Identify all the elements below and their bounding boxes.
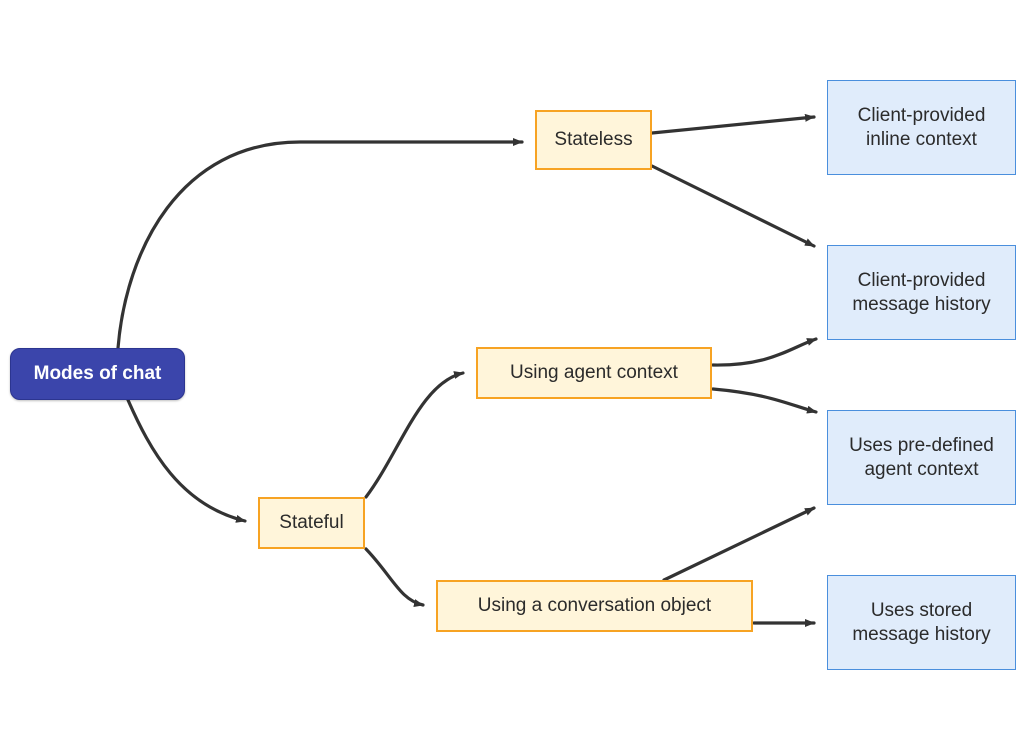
edge-stateful-agent: [364, 371, 465, 499]
node-pre-defined-agent-context[interactable]: Uses pre-defined agent context: [827, 410, 1016, 505]
node-label-message-history: Client-provided message history: [852, 269, 991, 315]
node-label-stateless: Stateless: [554, 129, 633, 151]
node-label-agent-context: Using agent context: [510, 362, 678, 384]
edge-agent-history: [711, 337, 818, 367]
node-label-stored-message-history: Uses stored message history: [852, 599, 991, 645]
edge-stateless-history: [650, 164, 816, 248]
node-label-pre-defined-agent-context: Uses pre-defined agent context: [849, 434, 994, 480]
node-stateful[interactable]: Stateful: [258, 497, 365, 549]
edge-agent-predefined: [711, 387, 818, 414]
edge-root-stateful: [126, 398, 247, 523]
edge-paths: [116, 113, 818, 627]
node-stateless[interactable]: Stateless: [535, 110, 652, 170]
node-label-root: Modes of chat: [33, 363, 162, 385]
node-label-inline-context: Client-provided inline context: [857, 104, 986, 150]
node-stored-message-history[interactable]: Uses stored message history: [827, 575, 1016, 670]
node-message-history[interactable]: Client-provided message history: [827, 245, 1016, 340]
node-inline-context[interactable]: Client-provided inline context: [827, 80, 1016, 175]
node-agent-context[interactable]: Using agent context: [476, 347, 712, 399]
node-conversation-object[interactable]: Using a conversation object: [436, 580, 753, 632]
edge-root-stateless: [116, 138, 524, 350]
node-root[interactable]: Modes of chat: [10, 348, 185, 400]
edge-stateful-conversation: [364, 547, 425, 607]
edge-stateless-inline: [650, 113, 816, 135]
edge-conversation-predefined: [662, 506, 816, 582]
node-label-conversation-object: Using a conversation object: [477, 595, 712, 617]
node-label-stateful: Stateful: [279, 512, 344, 534]
